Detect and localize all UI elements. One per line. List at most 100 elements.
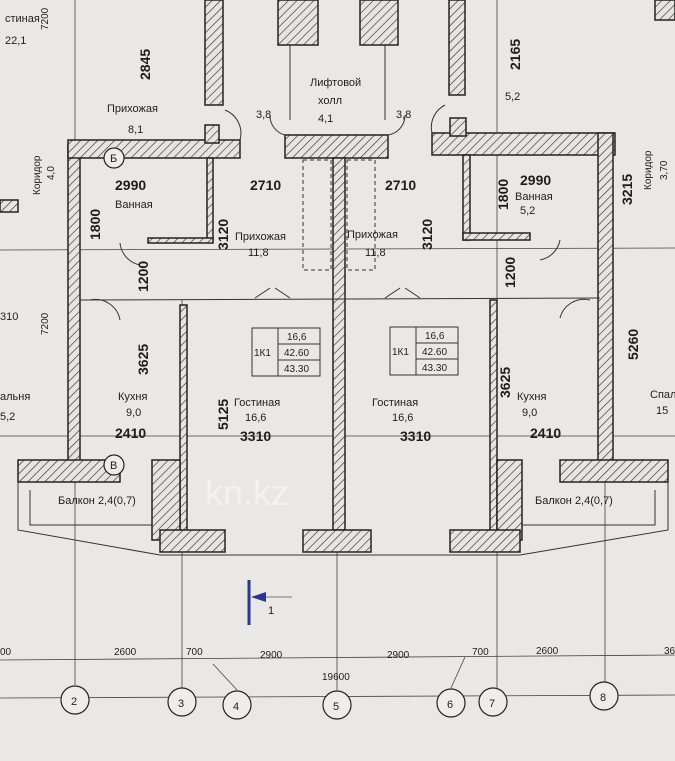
axis-label: 4 [233,701,239,713]
grid-axis-bubbles: 2 3 4 5 6 7 8 [60,681,619,720]
axis-label: 8 [600,692,606,704]
right-bedroom-area: 15 [656,405,668,417]
living-area: 16,6 [392,412,413,424]
left-corridor-label: Коридор [32,155,43,195]
axis-bubble [436,688,466,718]
bath-dim: 2990 [115,177,146,193]
kitchen-label: Кухня [118,391,147,403]
dim-2165: 2165 [507,39,523,70]
living-dim-h: 5125 [215,399,231,430]
room-area-prikhozhaya-top: 8,1 [128,124,143,136]
apt-total-area: 42.60 [284,348,309,359]
kitchen-area: 9,0 [522,407,537,419]
axis-bubble [167,687,197,717]
kitchen-dim-h: 3625 [497,367,513,398]
dim-7200-left: 7200 [40,312,51,335]
axis-v-bubble [103,454,125,476]
section-marker: 1 [247,580,292,625]
dim-label: 2600 [114,647,137,658]
dim-label: 700 [186,647,203,658]
left-bedroom-label: альня [0,391,30,403]
axis-label: 3 [178,698,184,710]
hall-label: Прихожая [235,231,286,243]
apartment-left: 2990 Ванная 1800 2710 3120 Прихожая 11,8… [58,177,321,507]
bath-dim-v: 1800 [495,179,511,210]
living-dim-w: 3310 [400,428,431,444]
kitchen-label: Кухня [517,391,546,403]
dim-label: 2900 [387,650,410,661]
kitchen-dim-h: 3625 [135,344,151,375]
dim-5260: 5260 [625,329,641,360]
axis-label: 2 [71,696,77,708]
walls [0,0,675,556]
axis-b-bubble [103,147,125,169]
bath-label: Ванная [115,199,153,211]
dim-total: 19600 [322,672,350,683]
left-bedroom-area: 5,2 [0,411,15,423]
dim-2845: 2845 [137,49,153,80]
kitchen-area: 9,0 [126,407,141,419]
right-corridor-area: 3,70 [659,160,670,180]
dimension-chain: 00 2600 700 2900 2900 700 2600 36 19600 [0,646,675,683]
balcony-label: Балкон 2,4(0,7) [58,495,136,507]
dim-label: 00 [0,647,12,658]
apt-type: 1К1 [254,348,271,359]
apt-living-area: 16,6 [425,331,445,342]
living-label: Гостиная [234,397,280,409]
hall-dim-w: 2710 [385,177,416,193]
right-bedroom-label: Спал [650,389,675,401]
living-area: 16,6 [245,412,266,424]
dim-7200-top: 7200 [40,7,51,30]
bath-dim-v: 1800 [87,209,103,240]
kitchen-dim-w: 2410 [115,425,146,441]
axis-label: 6 [447,699,453,711]
axis-v-label: В [110,460,117,472]
left-corridor-area: 4,0 [46,166,57,180]
axis-bubble [60,685,90,715]
dim-label: 2900 [260,650,283,661]
apartment-info-table: 1К1 16,6 42.60 43.30 [389,326,459,376]
hall-area: 11,8 [365,247,386,259]
room-area-gostinaya-partial: 22,1 [5,35,26,47]
right-room-area-top: 5,2 [505,91,520,103]
axis-b-label: Б [110,153,117,165]
apt-total-with-balcony: 43.30 [284,364,309,375]
dim-label: 2600 [536,646,559,657]
apt-living-area: 16,6 [287,332,307,343]
tambour-right-area: 3,8 [396,109,411,121]
bath-label: Ванная [515,191,553,203]
section-label: 1 [268,605,274,617]
right-corridor-label: Коридор [643,150,654,190]
dim-label: 700 [472,647,489,658]
bath-area: 5,2 [520,205,535,217]
dim-1200: 1200 [135,261,151,292]
dim-1200: 1200 [502,257,518,288]
apartment-right: 2990 Ванная 5,2 1800 2710 3120 Прихожая … [347,172,641,507]
lift-hall-label-2: холл [318,95,342,107]
axis-bubble [222,690,252,720]
balcony-label: Балкон 2,4(0,7) [535,495,613,507]
lift-hall-area: 4,1 [318,113,333,125]
kitchen-dim-w: 2410 [530,425,561,441]
tambour-left-area: 3,8 [256,109,271,121]
axis-label: 5 [333,701,339,713]
left-310: 310 [0,311,18,323]
axis-bubble [322,690,352,720]
living-label: Гостиная [372,397,418,409]
living-dim-w: 3310 [240,428,271,444]
apt-total-with-balcony: 43.30 [422,363,447,374]
hall-area: 11,8 [248,247,269,259]
door-swings [89,104,591,321]
axis-label: 7 [489,698,495,710]
dim-3215: 3215 [619,174,635,205]
apt-total-area: 42.60 [422,347,447,358]
room-label-prikhozhaya-top: Прихожая [107,103,158,115]
hall-dim-w: 2710 [250,177,281,193]
room-label-gostinaya-partial: стиная [5,13,40,25]
axis-bubble [589,681,619,711]
axis-bubble [478,687,508,717]
apt-type: 1К1 [392,347,409,358]
apartment-info-table: 1К1 16,6 42.60 43.30 [251,327,321,377]
dim-label: 36 [664,646,675,657]
